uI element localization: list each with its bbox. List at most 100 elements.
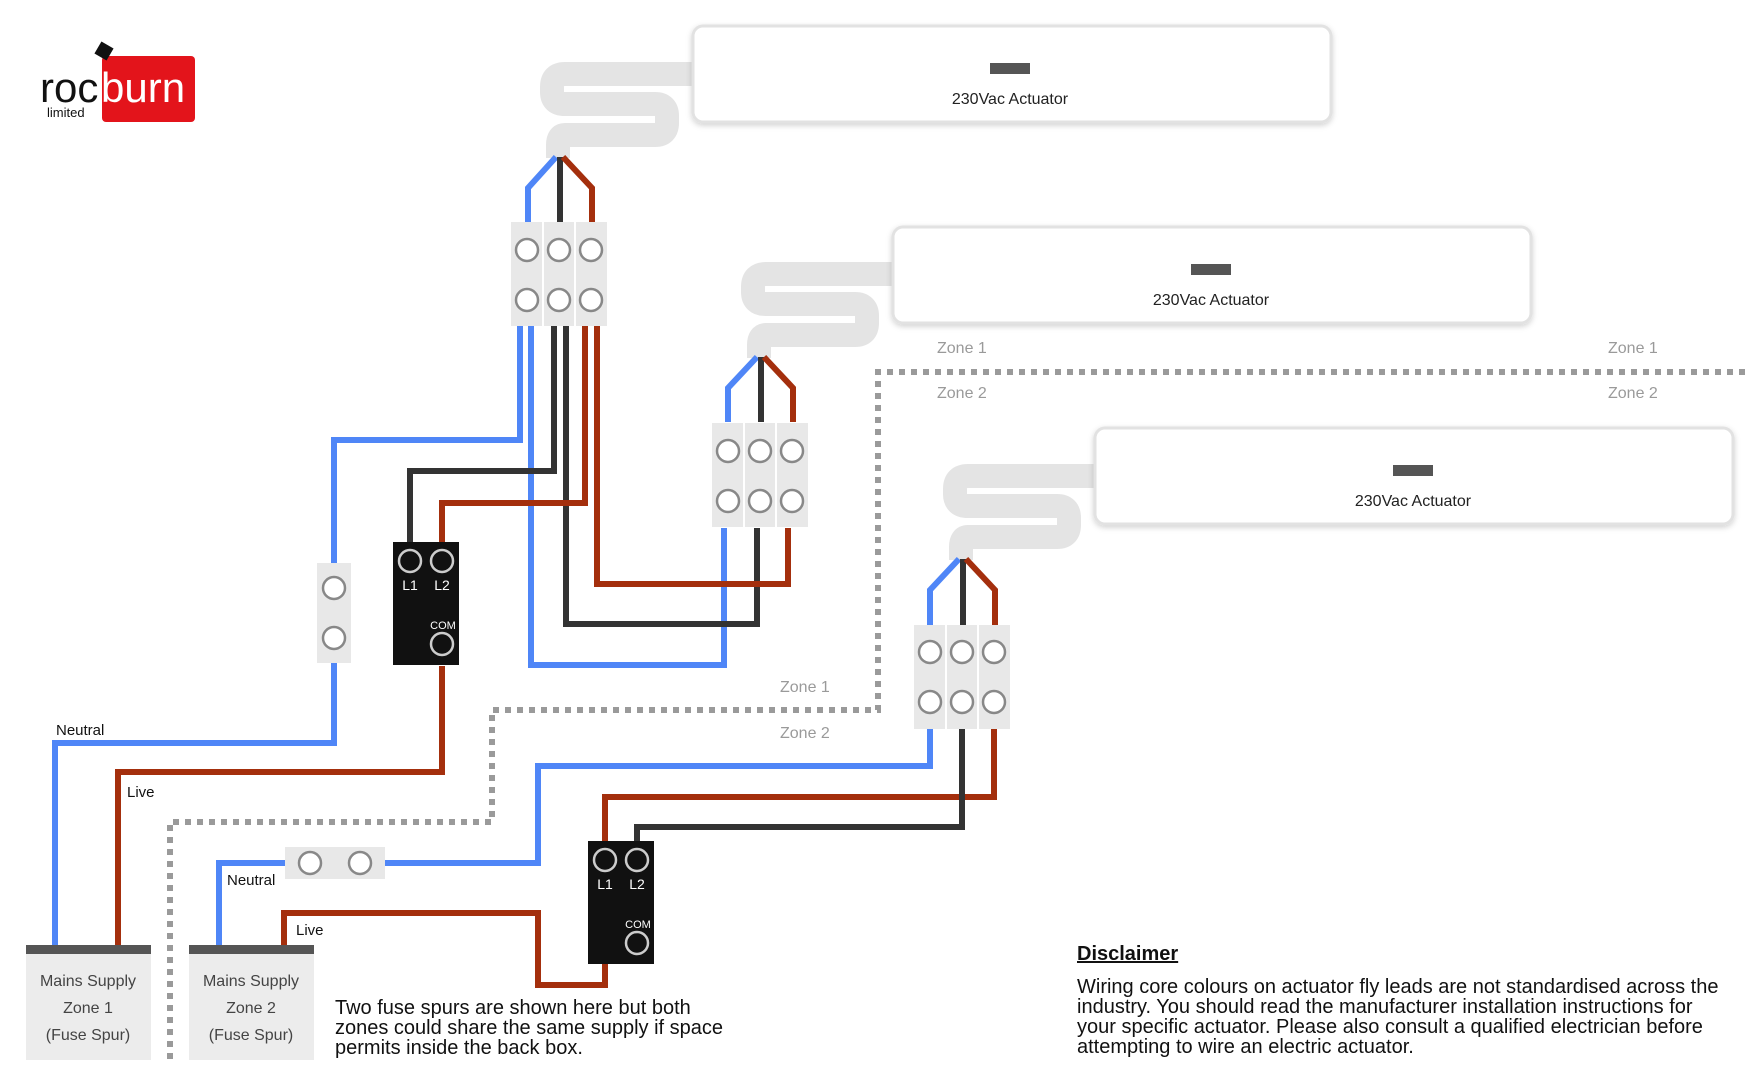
terminal-screw <box>347 850 373 876</box>
zone-label-mid-1: Zone 1 <box>780 679 830 696</box>
terminal-screw <box>321 625 347 651</box>
neutral-label-zone1: Neutral <box>56 722 104 739</box>
neutral-wire <box>927 556 962 625</box>
rocburn-logo: roc burn limited <box>40 41 195 122</box>
logo-tagline: limited <box>47 105 85 120</box>
live-wire-zone2 <box>281 910 608 988</box>
supply-line2: Zone 2 <box>226 1000 276 1017</box>
switched-live-zone1 <box>439 325 588 543</box>
terminal-screw <box>917 639 943 665</box>
supply-line3: (Fuse Spur) <box>46 1027 130 1044</box>
mains-supply-zone1: Mains Supply Zone 1 (Fuse Spur) <box>26 945 151 1060</box>
terminal-screw <box>578 237 604 263</box>
fuse-spur-note: Two fuse spurs are shown here but both z… <box>335 997 723 1059</box>
terminal-screw <box>981 689 1007 715</box>
terminal-screw <box>981 639 1007 665</box>
neutral-wire <box>525 154 559 222</box>
terminal-screw <box>321 575 347 601</box>
switch-terminal-l2 <box>429 548 455 574</box>
terminal-screw <box>779 438 805 464</box>
zone-label-mid-2: Zone 2 <box>780 725 830 742</box>
zone-label-top-right-1: Zone 1 <box>1608 340 1658 357</box>
switch-body <box>588 841 654 964</box>
terminal-screw <box>747 488 773 514</box>
neutral-label-zone2: Neutral <box>227 872 275 889</box>
neutral-connector-zone1 <box>317 563 351 663</box>
supply-line1: Mains Supply <box>203 973 299 990</box>
supply-top-strip <box>26 945 151 954</box>
live-wire <box>963 556 998 625</box>
terminal-screw <box>949 689 975 715</box>
live-wire-zone1 <box>115 666 445 948</box>
supply-body <box>26 948 151 1060</box>
actuator-2-indicator <box>1191 264 1231 275</box>
actuator-3-flylead <box>943 464 1095 560</box>
terminal-screw <box>578 287 604 313</box>
mains-supply-zone2: Mains Supply Zone 2 (Fuse Spur) <box>189 945 314 1060</box>
supply-top-strip <box>189 945 314 954</box>
switch-label-l1: L1 <box>402 577 418 593</box>
live-label-zone1: Live <box>127 784 155 801</box>
zone-label-top-left-1: Zone 1 <box>937 340 987 357</box>
terminal-screw <box>779 488 805 514</box>
supply-body <box>189 948 314 1060</box>
terminal-screw <box>546 237 572 263</box>
zone-label-top-left-2: Zone 2 <box>937 385 987 402</box>
actuator-3: 230Vac Actuator <box>943 426 1735 560</box>
actuator-1: 230Vac Actuator <box>540 24 1333 158</box>
zone-label-top-right-2: Zone 2 <box>1608 385 1658 402</box>
wires <box>52 154 998 988</box>
actuator-3-indicator <box>1393 465 1433 476</box>
terminal-screw <box>949 639 975 665</box>
disclaimer-title: Disclaimer <box>1077 943 1179 965</box>
switch-terminal-com <box>429 631 455 657</box>
supply-line3: (Fuse Spur) <box>209 1027 293 1044</box>
logo-diamond <box>94 41 114 61</box>
switch-label-l2: L2 <box>434 577 450 593</box>
terminal-screw <box>514 287 540 313</box>
logo-text-burn: burn <box>101 64 185 111</box>
switch-terminal-l2 <box>624 847 650 873</box>
earth-wire-zone1 <box>407 325 557 543</box>
terminal-screw <box>514 237 540 263</box>
zone-divider <box>167 369 1745 1060</box>
switch-label-l2: L2 <box>629 876 645 892</box>
disclaimer-text: Wiring core colours on actuator fly lead… <box>1077 976 1719 1058</box>
switch-zone2: L1 L2 COM <box>588 841 654 964</box>
earth-wire-zone2 <box>634 728 965 844</box>
logo-text-roc: roc <box>40 64 98 111</box>
switch-body <box>393 542 459 665</box>
neutral-wire-zone2 <box>216 728 933 948</box>
switch-terminal-l1 <box>592 847 618 873</box>
live-wire <box>560 154 595 222</box>
terminal-block-1 <box>511 222 607 326</box>
terminal-screw <box>546 287 572 313</box>
actuator-2: 230Vac Actuator <box>741 225 1533 358</box>
terminal-block-2 <box>712 423 808 527</box>
supply-line1: Mains Supply <box>40 973 136 990</box>
terminal-screw <box>917 689 943 715</box>
neutral-link-zone1 <box>528 325 727 668</box>
actuator-3-label: 230Vac Actuator <box>1355 493 1472 510</box>
live-label-zone2: Live <box>296 922 324 939</box>
switch-terminal-l1 <box>397 548 423 574</box>
actuator-2-flylead <box>741 262 893 358</box>
supply-line2: Zone 1 <box>63 1000 113 1017</box>
switch-label-com: COM <box>430 620 456 632</box>
terminal-block-3 <box>914 625 1010 729</box>
neutral-wire <box>725 354 760 422</box>
live-wire <box>761 354 796 422</box>
switch-label-com: COM <box>625 919 651 931</box>
live-link-zone1 <box>594 325 791 587</box>
actuator-1-label: 230Vac Actuator <box>952 91 1069 108</box>
neutral-connector-zone2 <box>285 847 385 879</box>
earth-link-zone1 <box>563 325 760 627</box>
terminal-screw <box>715 488 741 514</box>
terminal-screw <box>715 438 741 464</box>
terminal-screw <box>747 438 773 464</box>
actuator-2-label: 230Vac Actuator <box>1153 292 1270 309</box>
terminal-screw <box>297 850 323 876</box>
switch-zone1: L1 L2 COM <box>393 542 459 665</box>
switch-label-l1: L1 <box>597 876 613 892</box>
